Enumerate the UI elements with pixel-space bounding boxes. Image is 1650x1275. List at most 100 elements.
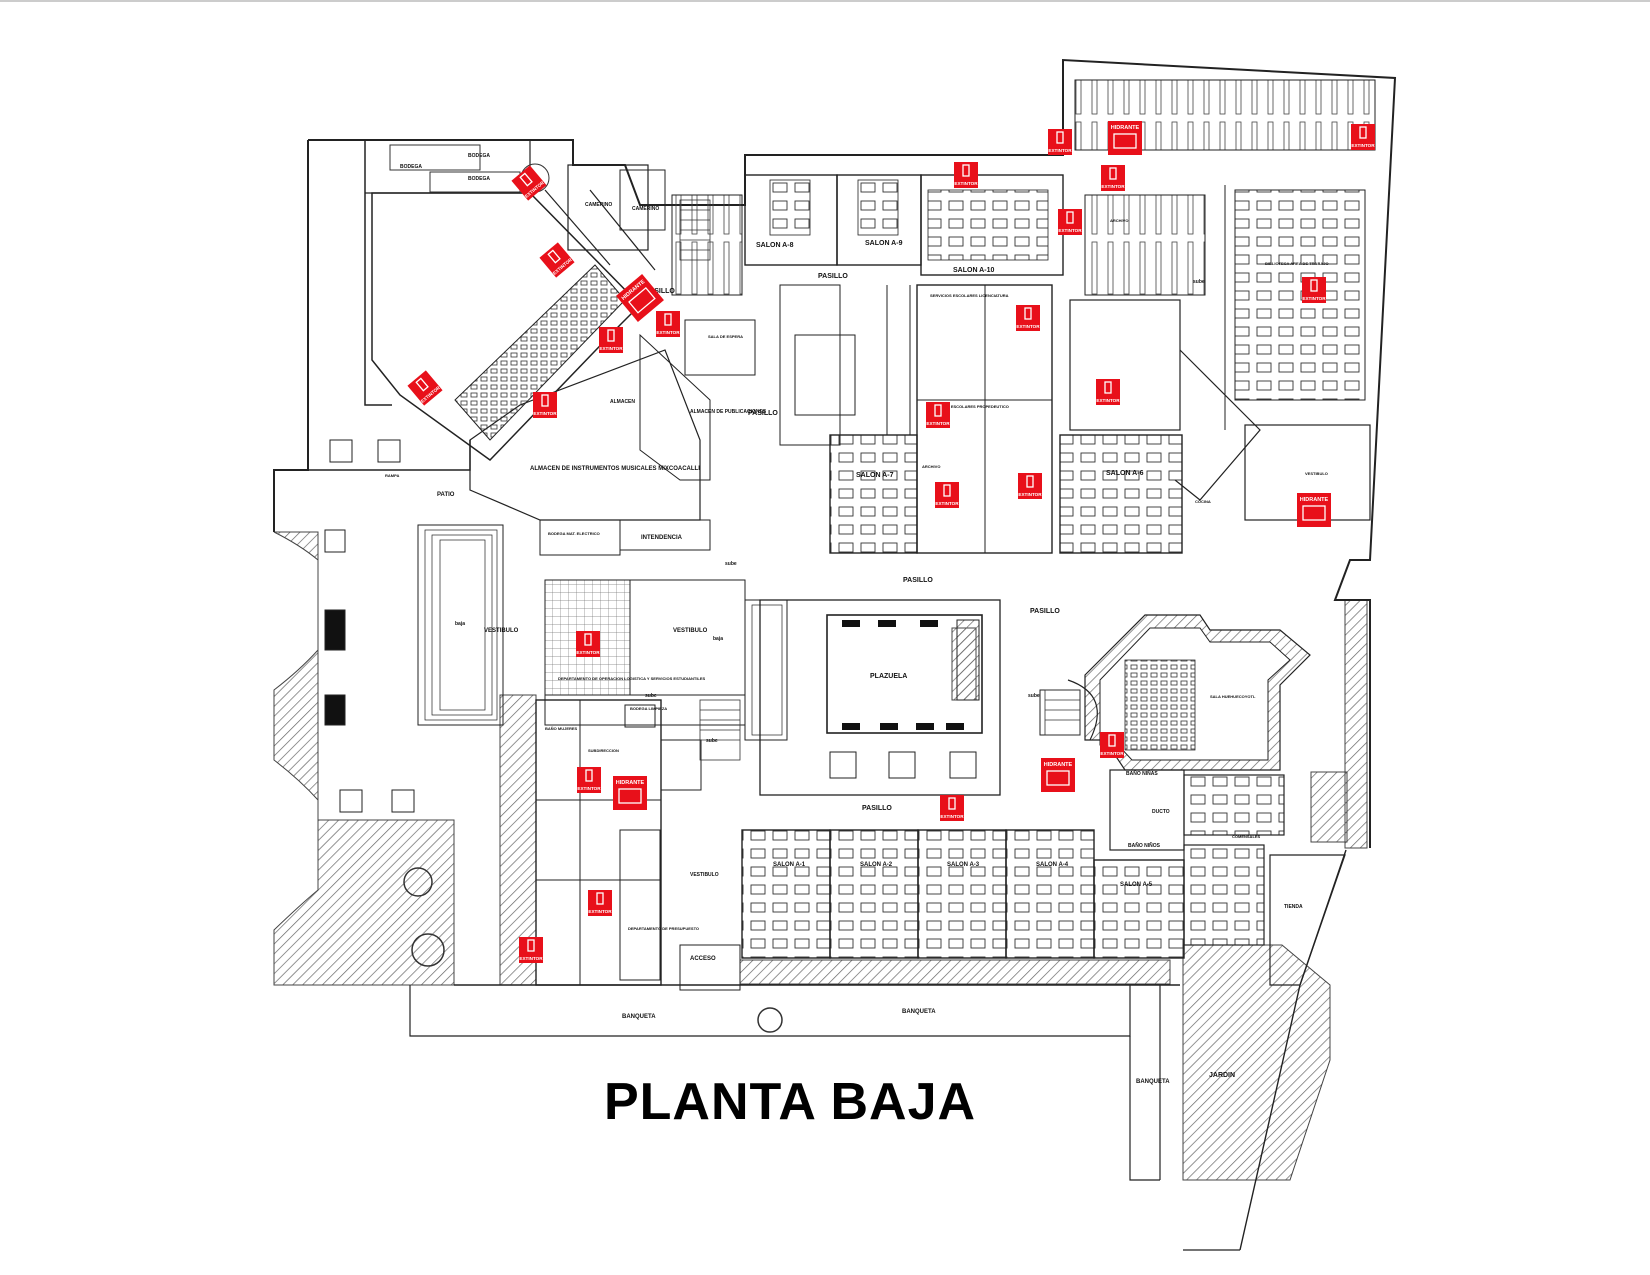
room-labels: BODEGA BODEGA BODEGA CAMERINO CAMERINO S… — [385, 153, 1329, 1085]
fire-extinguisher-icon — [415, 377, 429, 392]
vestibulo-block — [417, 524, 788, 741]
annotation-label: baja — [455, 621, 465, 627]
room-label: CAMERINO — [632, 206, 659, 212]
extintor-marker: EXTINTOR — [940, 795, 964, 821]
room-label: SALON A-1 — [773, 862, 806, 868]
hidrante-marker: HIDRANTE — [613, 776, 647, 810]
marker-label: EXTINTOR — [1096, 398, 1120, 403]
hidrante-marker: HIDRANTE — [1108, 121, 1142, 155]
marker-label: EXTINTOR — [926, 421, 950, 426]
room-label: SERVICIOS ESCOLARES PROPEDEUTICO — [928, 404, 1009, 409]
room-label: ALMACEN — [610, 399, 635, 405]
marker-label: EXTINTOR — [940, 814, 964, 819]
room-label: BODEGA — [468, 153, 490, 159]
room-label: SALON A-3 — [947, 862, 980, 868]
room-label: PASILLO — [748, 410, 778, 417]
marker-label: EXTINTOR — [1302, 296, 1326, 301]
extintor-marker: EXTINTOR — [511, 165, 547, 201]
room-label: BODEGA LIMPIEZA — [630, 706, 667, 711]
fire-extinguisher-icon — [1066, 211, 1074, 224]
hidrante-marker: HIDRANTE — [1041, 758, 1075, 792]
top-rooms — [567, 164, 1064, 296]
extintor-marker: EXTINTOR — [656, 311, 680, 337]
extintor-marker: EXTINTOR — [1101, 165, 1125, 191]
room-label: ARCHIVO — [922, 464, 940, 469]
room-label: BAÑO NIÑAS — [1126, 770, 1158, 777]
library — [1069, 79, 1376, 521]
marker-label: EXTINTOR — [576, 650, 600, 655]
extintor-marker: EXTINTOR — [1018, 473, 1042, 499]
room-label: PASILLO — [818, 273, 848, 280]
fire-extinguisher-icon — [607, 329, 615, 342]
room-label: COMENSALES — [1232, 834, 1261, 839]
fire-extinguisher-icon — [664, 313, 672, 326]
room-label: VESTIBULO — [484, 628, 519, 634]
extintor-marker: EXTINTOR — [599, 327, 623, 353]
room-label: SALON A-10 — [953, 267, 994, 274]
extintor-marker: EXTINTOR — [588, 890, 612, 916]
room-label: SALON A-5 — [1120, 882, 1153, 888]
fire-extinguisher-icon — [962, 164, 970, 177]
room-label: SERVICIOS ESCOLARES LICENCIATURA — [930, 293, 1009, 298]
fire-extinguisher-icon — [547, 249, 561, 264]
fire-extinguisher-icon — [1108, 734, 1116, 747]
room-label: BODEGA — [468, 176, 490, 182]
marker-label: EXTINTOR — [935, 501, 959, 506]
room-label: PLAZUELA — [870, 673, 907, 680]
sala-huehuecoyotl — [1039, 614, 1311, 771]
marker-label: HIDRANTE — [1111, 125, 1140, 131]
room-label: ACCESO — [690, 956, 716, 962]
fire-extinguisher-icon — [1310, 279, 1318, 292]
room-label: ALMACEN DE INSTRUMENTOS MUSICALES MIXCOA… — [530, 466, 700, 472]
room-label: SALON A-6 — [1106, 470, 1144, 477]
room-label: VESTIBULO — [1305, 471, 1328, 476]
fire-extinguisher-icon — [1109, 167, 1117, 180]
room-label: RAMPA — [385, 473, 399, 478]
marker-label: HIDRANTE — [1044, 762, 1073, 768]
fire-extinguisher-icon — [585, 769, 593, 782]
fire-hydrant-icon — [1113, 133, 1137, 149]
marker-label: EXTINTOR — [1016, 324, 1040, 329]
hidrante-marker: HIDRANTE — [1297, 493, 1331, 527]
room-label: PASILLO — [645, 288, 675, 295]
fire-extinguisher-icon — [527, 939, 535, 952]
auditorium — [371, 144, 656, 461]
extintor-marker: EXTINTOR — [926, 402, 950, 428]
room-label: CAMERINO — [585, 202, 612, 208]
marker-label: HIDRANTE — [1300, 497, 1329, 503]
annotation-label: sube — [1028, 693, 1040, 699]
marker-label: EXTINTOR — [1101, 184, 1125, 189]
annotation-label: sube — [725, 561, 737, 567]
plan-title: PLANTA BAJA — [603, 1073, 977, 1131]
extintor-marker: EXTINTOR — [576, 631, 600, 657]
plazuela — [759, 599, 1001, 796]
room-label: ARCHIVO — [1110, 218, 1128, 223]
extintor-marker: EXTINTOR — [1302, 277, 1326, 303]
hidrante-marker: HIDRANTE — [616, 274, 664, 322]
marker-label: EXTINTOR — [1018, 492, 1042, 497]
room-label: JARDIN — [1209, 1072, 1235, 1079]
room-label: PASILLO — [903, 577, 933, 584]
room-label: DEPARTAMENTO DE OPERACION LOGISTICA Y SE… — [558, 676, 706, 681]
fire-extinguisher-icon — [584, 633, 592, 646]
marker-label: EXTINTOR — [599, 346, 623, 351]
marker-label: EXTINTOR — [533, 411, 557, 416]
fire-hydrant-icon — [1046, 770, 1070, 786]
room-label: BANQUETA — [902, 1009, 936, 1015]
fire-hydrant-icon — [628, 286, 656, 314]
fire-hydrant-icon — [618, 788, 642, 804]
room-label: SUBDIRECCION — [588, 748, 619, 753]
room-label: BIBLIOTECA AREA DE TRABAJO — [1265, 261, 1329, 266]
room-label: TIENDA — [1284, 904, 1303, 910]
room-label: SALON A-2 — [860, 862, 893, 868]
fire-hydrant-icon — [1302, 505, 1326, 521]
room-label: PASILLO — [862, 805, 892, 812]
extintor-marker: EXTINTOR — [407, 370, 443, 406]
left-bottom-offices — [535, 699, 702, 986]
extintor-marker: EXTINTOR — [1351, 124, 1375, 150]
room-label: BAÑO MUJERES — [545, 726, 578, 731]
annotation-label: baja — [713, 636, 723, 642]
room-label: DEPARTAMENTO DE PRESUPUESTO — [628, 926, 699, 931]
fire-extinguisher-icon — [596, 892, 604, 905]
